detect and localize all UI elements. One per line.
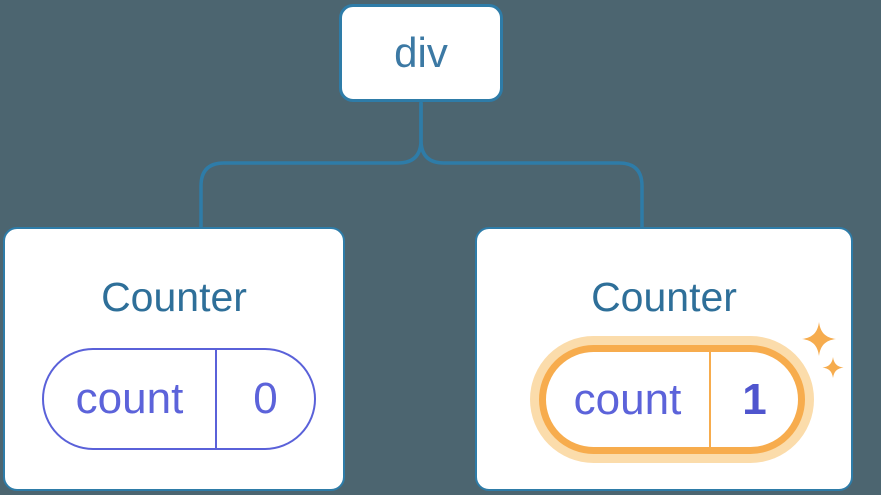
- component-title-right: Counter: [591, 274, 737, 320]
- state-key-label: count: [44, 350, 217, 448]
- sparkle-star-large: [802, 322, 836, 356]
- component-title-left: Counter: [101, 274, 247, 320]
- state-value: 1: [742, 374, 767, 424]
- counter-card-left: Counter count 0: [3, 227, 345, 491]
- connector-left-branch: [199, 101, 423, 229]
- root-node-div: div: [339, 4, 503, 102]
- sparkle-star-small: [822, 357, 844, 378]
- sparkles-icon: [802, 322, 844, 378]
- state-pill-highlighted: count 1: [539, 345, 805, 454]
- counter-card-right: Counter count 1: [475, 227, 853, 491]
- state-pill-left: count 0: [42, 348, 316, 450]
- connector-right-branch: [419, 101, 644, 229]
- root-node-label: div: [394, 29, 448, 76]
- state-value: 0: [253, 374, 278, 423]
- state-key-label: count: [546, 352, 711, 447]
